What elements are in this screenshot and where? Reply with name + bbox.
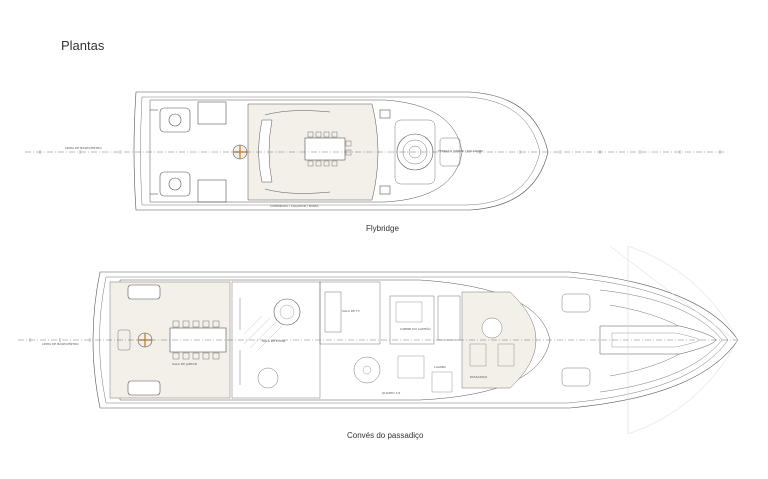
flybridge-right-label: TERRAÇO JUNIOR / SOLARIUM xyxy=(437,149,483,153)
flybridge-superstructure xyxy=(149,99,463,203)
bridge-deck-caption: Convés do passadiço xyxy=(347,431,424,440)
label-sala-tv: SALA DE TV xyxy=(342,309,361,313)
label-quarto: QUARTO 1/2 xyxy=(382,391,401,395)
label-cabine-capitao: CABINE DO CAPITÃO xyxy=(400,326,431,331)
page-title: Plantas xyxy=(61,38,105,53)
label-sala-estar: SALA DE ESTAR xyxy=(262,339,285,343)
spiral-stair xyxy=(353,356,381,384)
label-passadico: PASSADIÇO xyxy=(470,375,488,379)
bridge-deck-centerline xyxy=(18,338,738,342)
flybridge-plan xyxy=(133,91,549,211)
flybridge-hull-outline xyxy=(133,91,549,211)
reference-arcs xyxy=(609,245,739,435)
flybridge-chairs xyxy=(307,131,352,167)
label-lavabo: LAVABO xyxy=(434,365,447,369)
salon-round-table xyxy=(273,298,301,326)
flybridge-centerline xyxy=(25,150,725,154)
bridge-deck-centerline-label: LINHA DE BASE/CENTRO xyxy=(42,342,79,346)
label-sala-jantar: SALA DE JANTAR xyxy=(172,362,197,366)
flybridge-caption: Flybridge xyxy=(366,224,399,233)
flybridge-bottom-label: COMANDOS / CAÇADOR / PORTA xyxy=(270,204,319,208)
bridge-deck-hull-outline xyxy=(92,271,739,409)
flybridge-centerline-label: LINHA DE BASE/CENTRO xyxy=(65,146,102,150)
